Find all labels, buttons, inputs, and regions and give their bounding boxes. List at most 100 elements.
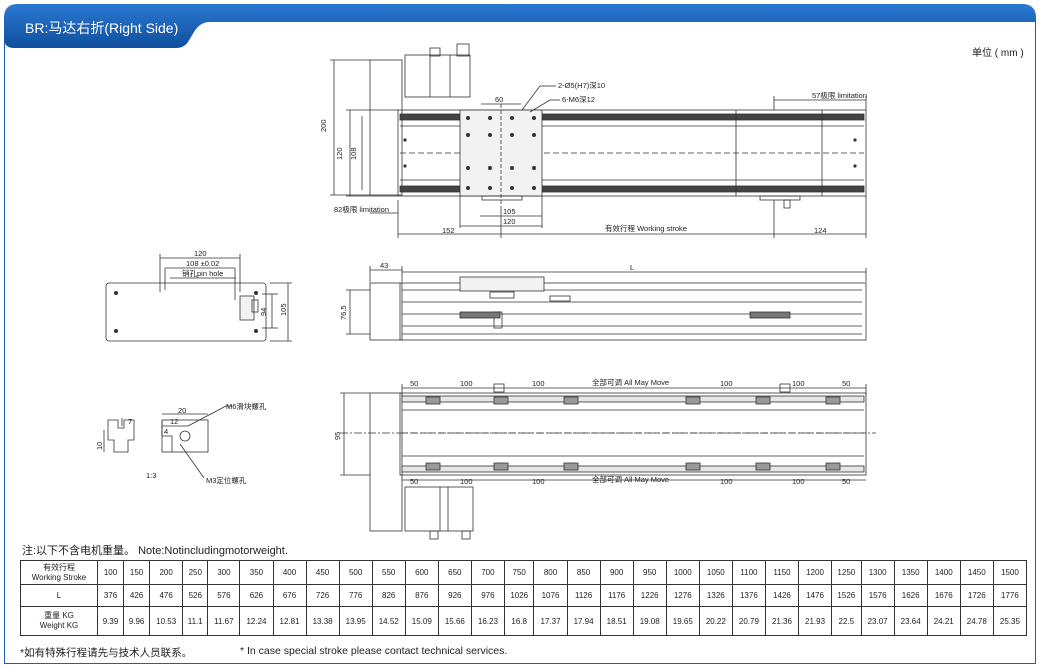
end-plate-dim-120: 120 <box>194 249 207 258</box>
bottom-dim-95: 95 <box>333 432 342 440</box>
table-cell: 23.07 <box>860 606 895 636</box>
all-may-move-top: 全部可调 All May Move <box>592 377 669 387</box>
slot-dim-12: 12 <box>170 417 178 426</box>
table-cell: 1100 <box>731 560 766 585</box>
table-cell: 15.09 <box>404 606 439 636</box>
table-cell: 776 <box>338 584 373 607</box>
table-cell: 500 <box>338 560 373 585</box>
table-cell: 526 <box>182 584 209 607</box>
table-cell: 476 <box>149 584 184 607</box>
side-dim-76-5: 76.5 <box>339 305 348 320</box>
table-cell: 1476 <box>797 584 833 607</box>
table-cell: 25.35 <box>992 606 1028 636</box>
table-cell: 800 <box>533 560 568 585</box>
table-cell: 9.39 <box>96 606 125 636</box>
end-plate-dim-105: 105 <box>279 303 288 316</box>
dim-105: 105 <box>503 207 516 216</box>
table-cell: 1026 <box>503 584 535 607</box>
table-cell: 876 <box>404 584 439 607</box>
footnote-cn: *如有特殊行程请先与技术人员联系。 <box>20 647 193 659</box>
table-cell: 20.22 <box>698 606 733 636</box>
table-cell: 13.38 <box>305 606 340 636</box>
table-cell: 1500 <box>992 560 1028 585</box>
limit-right-label: 57极限 limitation <box>812 90 867 100</box>
table-cell: 17.94 <box>566 606 601 636</box>
table-cell: 300 <box>207 560 241 585</box>
top-view <box>330 43 867 238</box>
unit-label: 单位 ( mm ) <box>972 48 1024 59</box>
table-cell: 1400 <box>926 560 961 585</box>
bottom-dim-50-left: 50 <box>410 379 418 388</box>
table-cell: 850 <box>566 560 601 585</box>
table-cell: 700 <box>470 560 505 585</box>
table-cell: 900 <box>599 560 634 585</box>
bottom-dim-100-h: 100 <box>792 477 805 486</box>
working-stroke-label: 有效行程 Working stroke <box>605 223 687 233</box>
table-cell: 550 <box>371 560 406 585</box>
table-cell: 23.64 <box>893 606 928 636</box>
table-cell: 14.52 <box>371 606 406 636</box>
motor-weight-note: 注:以下不含电机重量。 Note:Notincludingmotorweight… <box>22 545 288 557</box>
table-cell: 19.65 <box>665 606 700 636</box>
bottom-dim-50-left-b: 50 <box>410 477 418 486</box>
table-cell: 450 <box>305 560 340 585</box>
slot-dim-7: 7 <box>128 417 132 426</box>
bottom-dim-50-right: 50 <box>842 379 850 388</box>
table-cell: 1726 <box>959 584 994 607</box>
hole-spec-label: 2-Ø5(H7)深10 <box>558 81 605 90</box>
table-cell: 21.93 <box>797 606 833 636</box>
bottom-dim-100-e: 100 <box>460 477 473 486</box>
table-cell: 1176 <box>599 584 634 607</box>
slot-detail-view <box>103 405 232 479</box>
table-cell: 600 <box>404 560 439 585</box>
header-length: L <box>20 584 98 607</box>
dim-120: 120 <box>335 147 344 160</box>
table-cell: 1276 <box>665 584 700 607</box>
page-title: BR:马达右折(Right Side) <box>25 20 179 36</box>
table-cell: 1776 <box>992 584 1028 607</box>
footnote-en: * In case special stroke please contact … <box>240 645 508 657</box>
m6-label: M6滑块螺孔 <box>226 401 267 411</box>
all-may-move-bottom: 全部可调 All May Move <box>592 474 669 484</box>
bottom-dim-100-g: 100 <box>720 477 733 486</box>
header-working-stroke: 有效行程 Working Stroke <box>20 560 98 585</box>
bottom-dim-50-right-b: 50 <box>842 477 850 486</box>
table-cell: 426 <box>123 584 151 607</box>
table-cell: 1426 <box>764 584 799 607</box>
table-cell: 1626 <box>893 584 928 607</box>
header-weight: 重量 KG Weight KG <box>20 606 98 636</box>
table-cell: 12.81 <box>272 606 307 636</box>
table-cell: 726 <box>305 584 340 607</box>
table-cell: 150 <box>123 560 151 585</box>
table-cell: 1126 <box>566 584 601 607</box>
dim-152: 152 <box>442 226 455 235</box>
table-cell: 976 <box>470 584 505 607</box>
bottom-dim-100-f: 100 <box>532 477 545 486</box>
dim-120-carriage: 120 <box>503 217 516 226</box>
slot-dim-20: 20 <box>178 406 186 415</box>
table-cell: 100 <box>96 560 125 585</box>
table-cell: 11.67 <box>207 606 241 636</box>
table-cell: 1200 <box>797 560 833 585</box>
table-cell: 350 <box>239 560 274 585</box>
table-cell: 20.79 <box>731 606 766 636</box>
table-cell: 11.1 <box>182 606 209 636</box>
table-cell: 400 <box>272 560 307 585</box>
table-cell: 826 <box>371 584 406 607</box>
table-cell: 12.24 <box>239 606 274 636</box>
table-cell: 1676 <box>926 584 961 607</box>
table-cell: 376 <box>96 584 125 607</box>
table-cell: 13.95 <box>338 606 373 636</box>
dim-200: 200 <box>319 119 328 132</box>
table-cell: 24.78 <box>959 606 994 636</box>
side-view <box>346 266 867 341</box>
table-cell: 1526 <box>831 584 862 607</box>
table-cell: 1326 <box>698 584 733 607</box>
table-cell: 19.08 <box>632 606 667 636</box>
table-cell: 1350 <box>893 560 928 585</box>
table-cell: 200 <box>149 560 184 585</box>
bottom-dim-100-c: 100 <box>720 379 733 388</box>
thread-spec-label: 6-M6深12 <box>562 95 595 104</box>
